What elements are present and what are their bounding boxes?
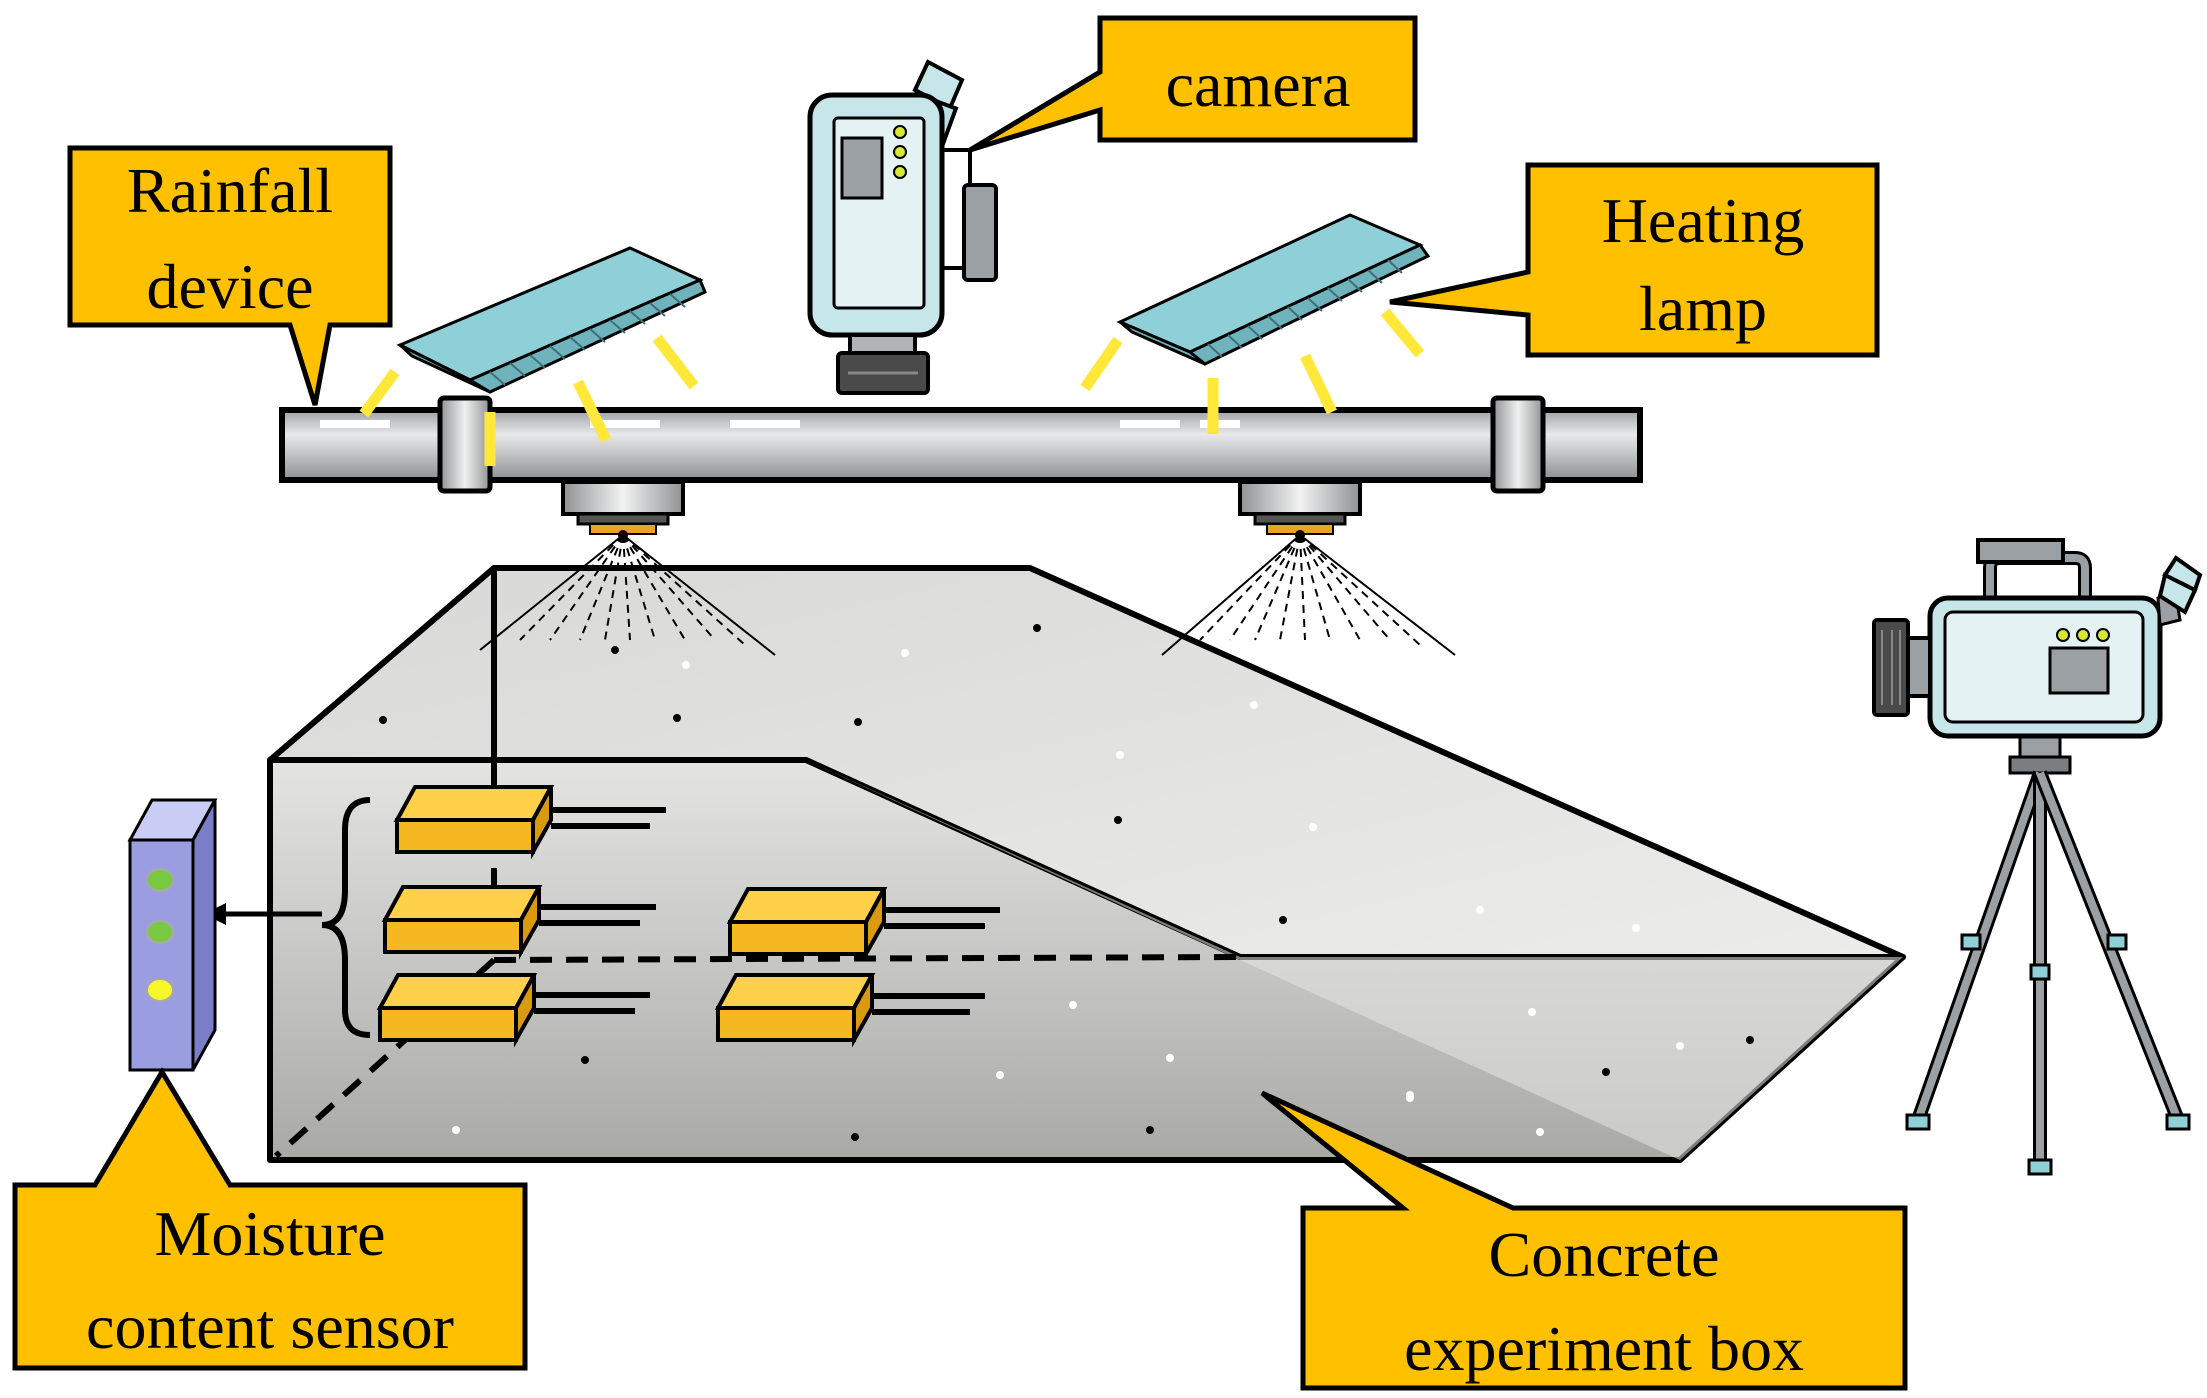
moisture-sensors <box>376 785 1000 1048</box>
sensor-group-brace <box>321 797 371 1038</box>
tripod-icon <box>1905 733 2191 1176</box>
callout-rainfall-device: Rainfall device <box>67 145 393 406</box>
sensor-probe-4 <box>726 887 1000 962</box>
video-camera-icon <box>1872 538 2203 739</box>
rainfall-device <box>279 395 1643 656</box>
label-moisture-line2: content sensor <box>86 1291 454 1362</box>
sensor-probe-1 <box>393 785 666 860</box>
label-rainfall-line2: device <box>147 251 314 322</box>
label-concrete-line1: Concrete <box>1489 1219 1720 1290</box>
sensor-probe-5 <box>714 973 985 1048</box>
callout-moisture-content-sensor: Moisture content sensor <box>12 1067 528 1371</box>
heat-rays <box>359 308 1425 466</box>
label-heating-line2: lamp <box>1639 273 1767 344</box>
concrete-speckles <box>379 624 1754 1141</box>
concrete-experiment-box <box>267 565 1906 1163</box>
moisture-meter-icon <box>127 798 218 1072</box>
label-concrete-line2: experiment box <box>1404 1313 1804 1384</box>
rainfall-pipe <box>279 407 1643 483</box>
camera-icon <box>807 59 998 395</box>
callout-heating-lamp: Heating lamp <box>1389 162 1880 358</box>
heating-lamp-icon <box>1116 213 1431 366</box>
label-moisture-line1: Moisture <box>154 1198 385 1269</box>
spray-nozzle-icon <box>479 480 776 656</box>
label-camera: camera <box>1166 49 1351 120</box>
sensor-probe-3 <box>376 973 650 1048</box>
sensor-probe-2 <box>381 885 656 960</box>
label-rainfall-line1: Rainfall <box>127 155 333 226</box>
callout-concrete-experiment-box: Concrete experiment box <box>1260 1090 1908 1391</box>
label-heating-line1: Heating <box>1602 185 1805 256</box>
callout-camera: camera <box>968 15 1418 153</box>
heating-lamp-icon <box>396 246 707 394</box>
spray-nozzle-icon <box>1161 480 1456 656</box>
